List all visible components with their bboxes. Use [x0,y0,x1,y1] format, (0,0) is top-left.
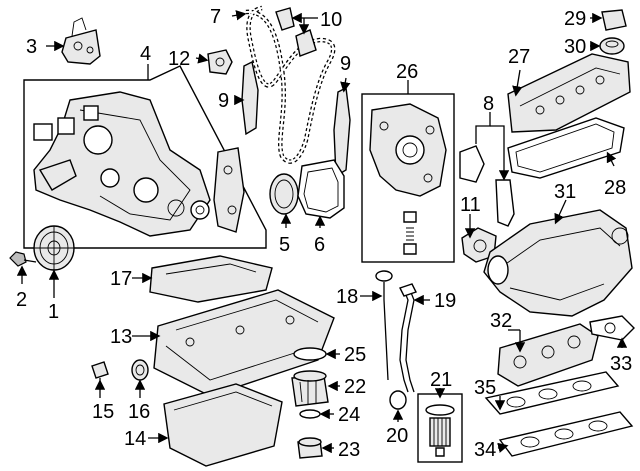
callout-9b: 9 [340,53,351,75]
part-9-guide-left [241,60,259,136]
callout-12: 12 [168,48,190,70]
part-34-manifold-gasket [498,411,634,457]
leader-lines [16,10,628,454]
part-19-dipstick-tube [399,283,417,393]
callout-6: 6 [314,234,325,256]
callout-33: 33 [610,353,632,375]
callout-labels: 1 2 3 4 5 6 7 8 9 9 10 11 12 13 14 15 16… [16,6,632,461]
part-25-o-ring [293,347,327,361]
callout-2: 2 [16,289,27,311]
part-23-drain-plug [297,437,323,459]
callout-22: 22 [344,376,366,398]
part-30-seal [599,37,625,55]
callout-23: 23 [338,439,360,461]
callout-26: 26 [396,61,418,83]
part-4-group-box [23,65,267,249]
callout-8: 8 [483,93,494,115]
callout-11: 11 [460,194,481,216]
part-10-chain-guides [275,7,317,57]
callout-28: 28 [604,177,626,199]
part-3-bracket [61,17,101,65]
part-26-oil-pump [369,103,447,255]
part-16-washer [131,359,149,381]
callout-27: 27 [508,46,530,68]
part-2-bolt [9,251,37,267]
callout-21: 21 [430,369,452,391]
callout-32: 32 [490,310,512,332]
callout-5: 5 [279,234,290,256]
part-33-gasket [589,315,635,341]
callout-35: 35 [474,377,496,399]
part-4-timing-cover [33,91,245,237]
callout-24: 24 [338,404,360,426]
part-8-gaskets [459,145,515,227]
part-22-filter-housing [291,370,329,407]
callout-20: 20 [386,425,408,447]
callout-13: 13 [110,326,132,348]
part-17-baffle [149,255,273,303]
callout-15: 15 [92,401,114,423]
part-21-oil-filter [425,404,455,457]
callout-17: 17 [110,268,132,290]
callout-1: 1 [48,301,59,323]
callout-34: 34 [474,439,496,461]
callout-16: 16 [128,401,150,423]
callout-7: 7 [210,6,221,28]
callout-31: 31 [554,181,576,203]
part-12-tensioner [207,49,233,75]
callout-9a: 9 [218,90,229,112]
part-14-lower-oil-pan [163,383,283,467]
part-27-valve-cover [507,53,631,133]
callout-18: 18 [336,286,358,308]
callout-30: 30 [564,36,586,58]
callout-19: 19 [434,290,456,312]
part-31-intake-manifold [483,209,633,317]
part-1-pulley [33,225,75,271]
callout-10: 10 [320,9,342,31]
part-24-gasket [299,409,321,419]
part-13-upper-oil-pan [153,289,335,397]
part-7-timing-chain [245,5,336,164]
callout-14: 14 [124,428,146,450]
part-20-o-ring [389,390,407,410]
part-18-dipstick [375,270,393,381]
part-6-gasket [297,159,345,219]
part-5-seal [269,173,299,215]
callout-4: 4 [140,43,151,65]
callout-29: 29 [564,8,586,30]
part-28-gasket [507,117,625,179]
part-32-intake-gasket [497,323,599,387]
part-29-cap [601,9,627,31]
callout-25: 25 [344,344,366,366]
callout-3: 3 [26,36,37,58]
